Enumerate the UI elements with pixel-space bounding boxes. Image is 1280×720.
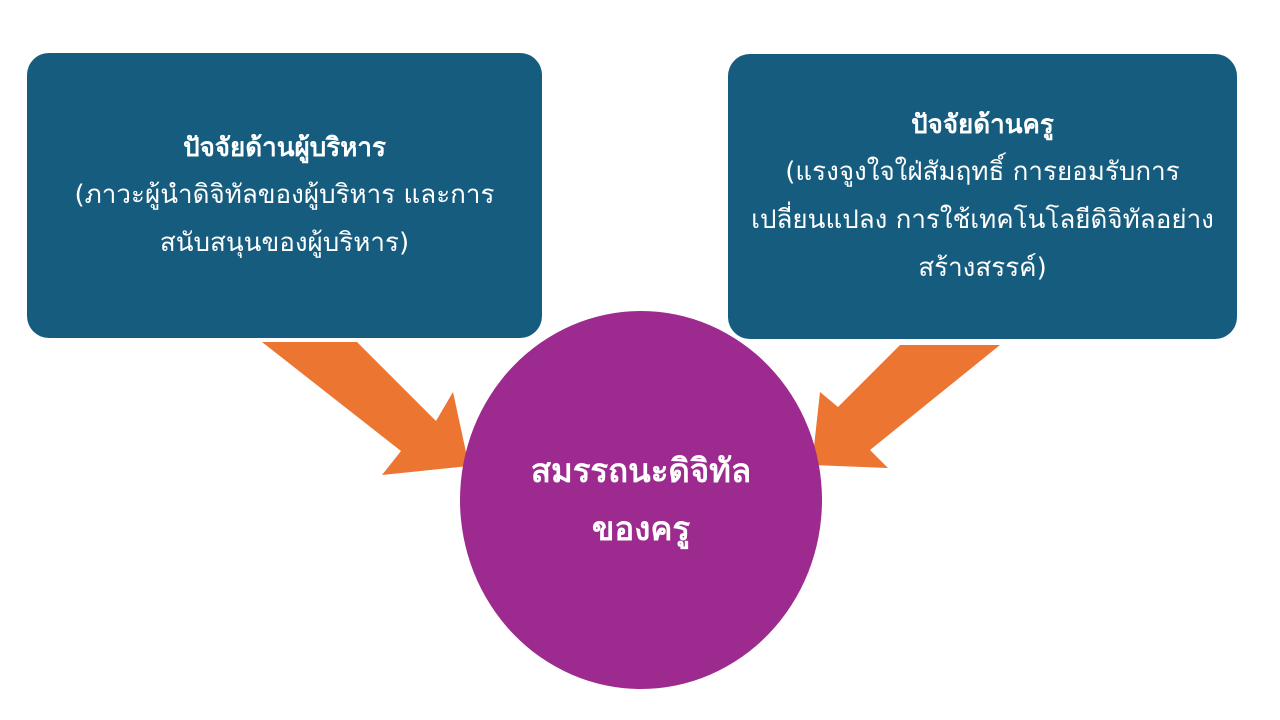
management-factor-title: ปัจจัยด้านผู้บริหาร	[183, 132, 386, 163]
teacher-digital-competency-circle: สมรรถนะดิจิทัล ของครู	[460, 311, 822, 689]
management-factor-box: ปัจจัยด้านผู้บริหาร (ภาวะผู้นำดิจิทัลของ…	[27, 53, 542, 338]
teacher-factor-detail: (แรงจูงใจใฝ่สัมฤทธิ์ การยอมรับการ เปลี่ย…	[751, 148, 1214, 292]
arrow-left-to-center	[262, 342, 469, 475]
outcome-label-line: สมรรถนะดิจิทัล	[530, 451, 752, 490]
management-factor-detail-line: สนับสนุนของผู้บริหาร)	[159, 227, 410, 258]
management-factor-detail-line: (ภาวะผู้นำดิจิทัลของผู้บริหาร และการ	[74, 179, 495, 210]
teacher-factor-detail-line: สร้างสรรค์)	[918, 252, 1047, 283]
arrow-right-to-center	[812, 345, 1000, 468]
teacher-factor-detail-line: เปลี่ยนแปลง การใช้เทคโนโลยีดิจิทัลอย่าง	[751, 204, 1214, 235]
management-factor-detail: (ภาวะผู้นำดิจิทัลของผู้บริหาร และการ สนั…	[75, 171, 495, 267]
teacher-factor-title: ปัจจัยด้านครู	[911, 109, 1054, 140]
teacher-factor-box: ปัจจัยด้านครู (แรงจูงใจใฝ่สัมฤทธิ์ การยอ…	[728, 54, 1237, 339]
teacher-factor-detail-line: (แรงจูงใจใฝ่สัมฤทธิ์ การยอมรับการ	[785, 156, 1180, 187]
outcome-label-line: ของครู	[591, 509, 691, 548]
